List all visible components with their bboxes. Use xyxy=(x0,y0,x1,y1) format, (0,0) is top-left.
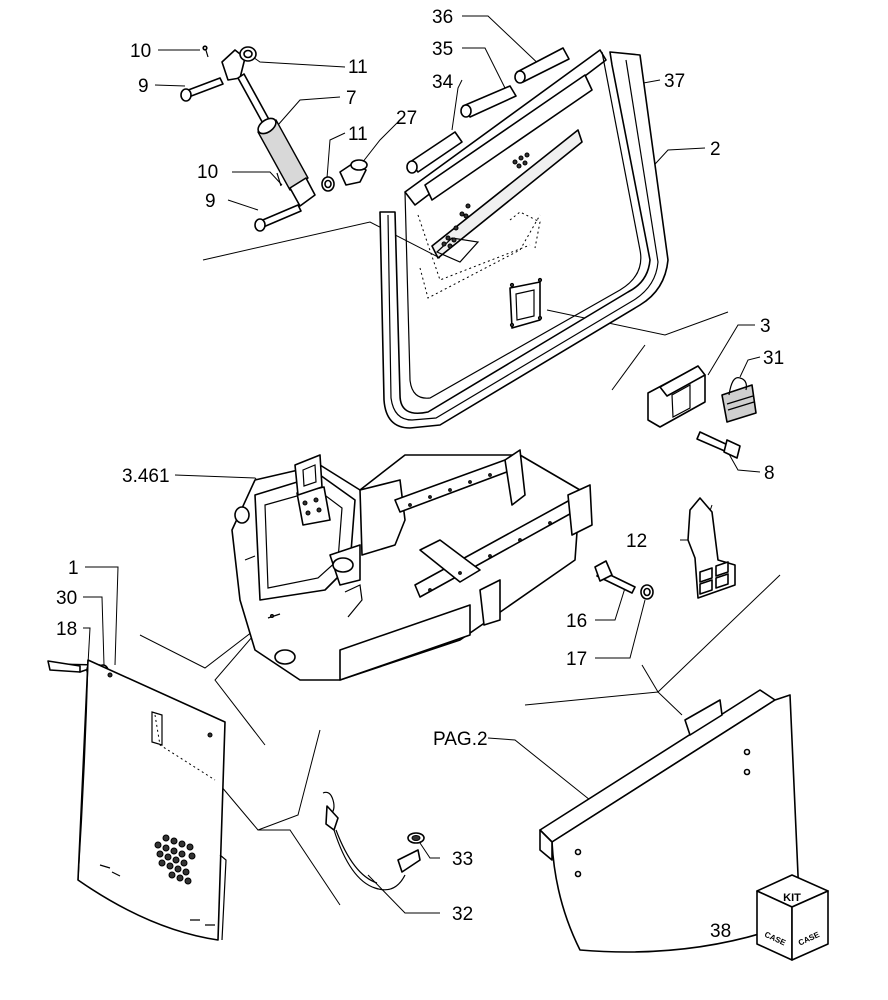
callout-7: 7 xyxy=(346,88,357,109)
callout-34: 34 xyxy=(432,72,454,93)
bracket-assembly xyxy=(594,497,736,600)
gas-strut-assembly xyxy=(180,45,368,232)
callout-36: 36 xyxy=(432,7,453,28)
callout-16: 16 xyxy=(566,611,587,632)
callout-11-mid: 11 xyxy=(348,124,368,145)
callout-18: 18 xyxy=(56,619,77,640)
callout-10-top: 10 xyxy=(130,41,151,62)
callout-1: 1 xyxy=(68,558,79,579)
callout-2: 2 xyxy=(710,139,721,160)
vent-grille-right xyxy=(512,152,530,169)
safety-cable xyxy=(322,791,425,891)
callout-17: 17 xyxy=(566,649,587,670)
callout-35: 35 xyxy=(432,39,453,60)
kit-box-top-label: KIT xyxy=(783,892,801,904)
callout-10-mid: 10 xyxy=(197,162,218,183)
callout-labels: 36 35 34 37 2 10 9 11 7 11 27 10 9 3 31 … xyxy=(56,7,784,942)
callout-30: 30 xyxy=(56,588,77,609)
window-door-panel xyxy=(379,47,669,429)
panel-grille xyxy=(154,834,196,885)
callout-11-top: 11 xyxy=(348,57,368,78)
callout-38: 38 xyxy=(710,921,731,942)
callout-3-461: 3.461 xyxy=(122,466,170,487)
callout-37: 37 xyxy=(664,71,685,92)
latch-assembly xyxy=(647,365,757,459)
leader-lines xyxy=(83,15,781,914)
vent-grille-left xyxy=(441,203,471,249)
callout-8: 8 xyxy=(764,463,775,484)
callout-31: 31 xyxy=(763,348,784,369)
callout-pag2: PAG.2 xyxy=(433,729,488,750)
callout-27: 27 xyxy=(396,108,417,129)
handle-pads xyxy=(406,47,570,174)
pag2-panel xyxy=(539,689,801,953)
cab-frame xyxy=(231,449,593,681)
kit-box-icon: KIT CASE CASE xyxy=(756,874,829,961)
frame-holes xyxy=(408,473,552,592)
callout-3: 3 xyxy=(760,316,771,337)
callout-33: 33 xyxy=(452,849,473,870)
callout-32: 32 xyxy=(452,904,473,925)
callout-9-top: 9 xyxy=(138,76,149,97)
callout-9-mid: 9 xyxy=(205,191,216,212)
callout-12: 12 xyxy=(626,531,647,552)
side-panel xyxy=(47,659,227,941)
